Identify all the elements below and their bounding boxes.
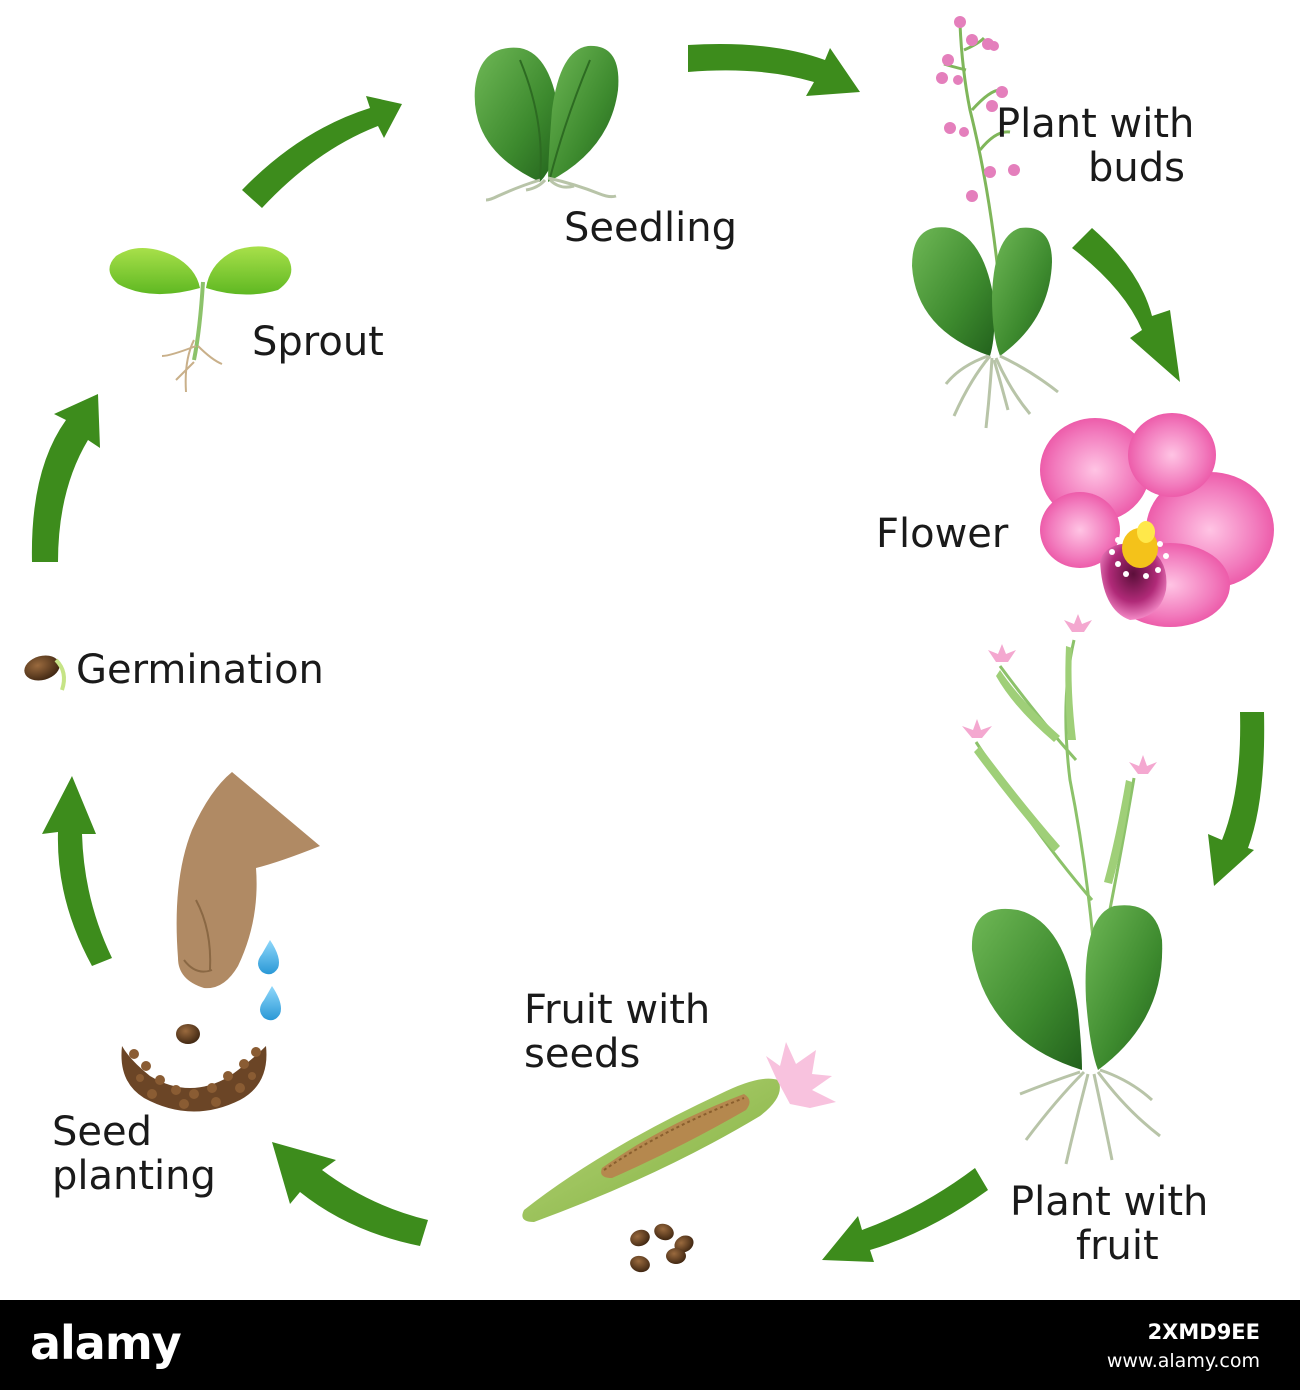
label-seed-planting-line1: Seed	[52, 1109, 152, 1155]
seed-planting-illustration	[121, 772, 320, 1112]
arrow-fruit-to-planting	[272, 1142, 428, 1246]
image-id: 2XMD9EE	[1147, 1320, 1260, 1344]
arrow-fruit-plant-to-fruit	[822, 1168, 988, 1262]
arrow-planting-to-germination	[42, 776, 112, 966]
plant-with-buds-illustration	[912, 16, 1059, 429]
germinating-seed-illustration	[24, 655, 66, 691]
label-plant-with-buds-line2: buds	[1088, 145, 1185, 191]
arrow-seedling-to-buds	[688, 44, 860, 96]
seedling-illustration	[474, 45, 619, 202]
label-seedling: Seedling	[564, 205, 737, 251]
sprout-illustration	[109, 246, 292, 393]
orchid-life-cycle-diagram	[24, 16, 1274, 1273]
alamy-logo: alamy	[30, 1316, 182, 1370]
site-url: www.alamy.com	[1106, 1350, 1260, 1372]
label-plant-with-fruit-line2: fruit	[1076, 1223, 1159, 1269]
fruit-with-seeds-illustration	[522, 1042, 836, 1273]
arrow-flower-to-fruit-plant	[1208, 712, 1265, 886]
label-plant-with-buds-line1: Plant with	[996, 101, 1195, 147]
footer-bar: alamy 2XMD9EE www.alamy.com	[0, 1300, 1300, 1390]
label-fruit-with-seeds-line2: seeds	[524, 1031, 641, 1077]
label-flower: Flower	[876, 511, 1009, 557]
arrow-sprout-to-seedling	[242, 96, 402, 208]
label-sprout: Sprout	[252, 319, 384, 365]
label-plant-with-buds: Plant with buds	[996, 102, 1194, 190]
label-fruit-with-seeds-line1: Fruit with	[524, 987, 711, 1033]
label-plant-with-fruit: Plant with fruit	[1010, 1180, 1208, 1268]
label-germination: Germination	[76, 647, 324, 693]
label-seed-planting: Seed planting	[52, 1110, 216, 1198]
label-seed-planting-line2: planting	[52, 1153, 216, 1199]
orchid-flower-illustration	[1040, 413, 1274, 627]
arrow-buds-to-flower	[1072, 228, 1180, 382]
arrow-germination-to-sprout	[31, 394, 100, 562]
plant-with-fruit-illustration	[962, 614, 1163, 1165]
label-fruit-with-seeds: Fruit with seeds	[524, 988, 710, 1076]
label-plant-with-fruit-line1: Plant with	[1010, 1179, 1209, 1225]
